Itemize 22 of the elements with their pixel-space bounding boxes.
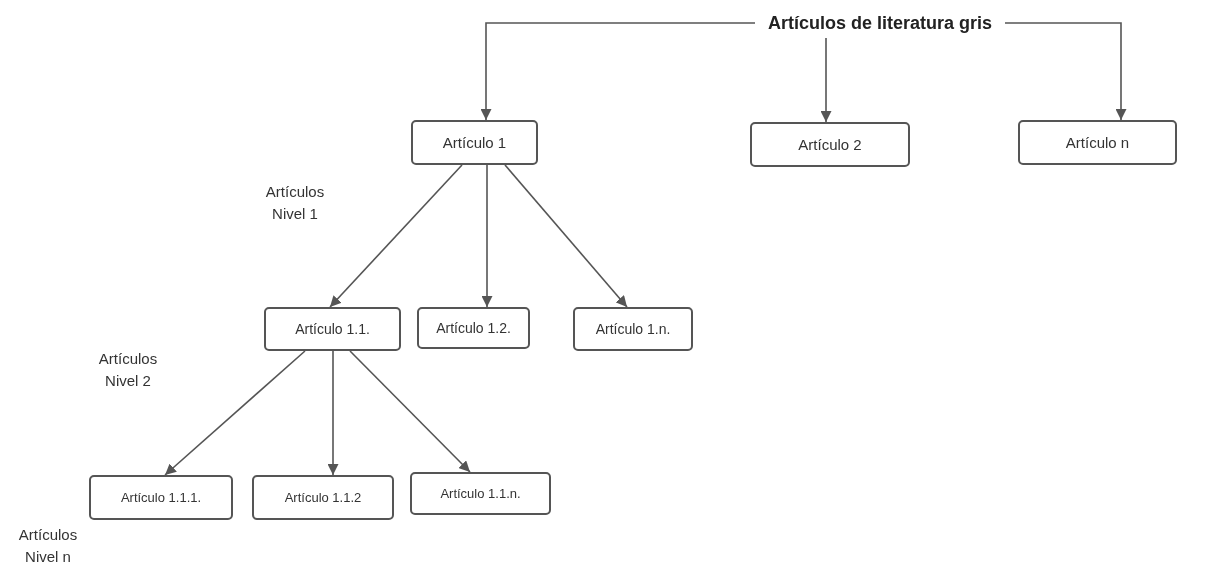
arrow	[480, 22, 756, 121]
arrow	[164, 350, 306, 476]
arrow	[481, 164, 493, 308]
process-box: Artículo 1.1.n.	[410, 472, 551, 515]
arrow	[349, 350, 471, 473]
process-box: Artículo 1.2.	[417, 307, 530, 349]
arrow	[820, 37, 832, 123]
level-label: Artículos Nivel n	[17, 525, 79, 567]
process-box: Artículo 2	[750, 122, 910, 167]
level-label: Artículos Nivel 1	[264, 182, 326, 224]
process-box: Artículo 1.n.	[573, 307, 693, 351]
level-label: Artículos Nivel 2	[97, 349, 159, 391]
process-box: Artículo 1.1.	[264, 307, 401, 351]
arrow	[504, 164, 628, 308]
arrow	[1004, 22, 1127, 121]
process-box: Artículo 1.1.1.	[89, 475, 233, 520]
arrow	[329, 164, 463, 308]
process-box: Artículo 1.1.2	[252, 475, 394, 520]
heading-text: Artículos de literatura gris	[755, 8, 1005, 38]
process-box: Artículo 1	[411, 120, 538, 165]
process-box: Artículo n	[1018, 120, 1177, 165]
arrow	[327, 350, 339, 476]
